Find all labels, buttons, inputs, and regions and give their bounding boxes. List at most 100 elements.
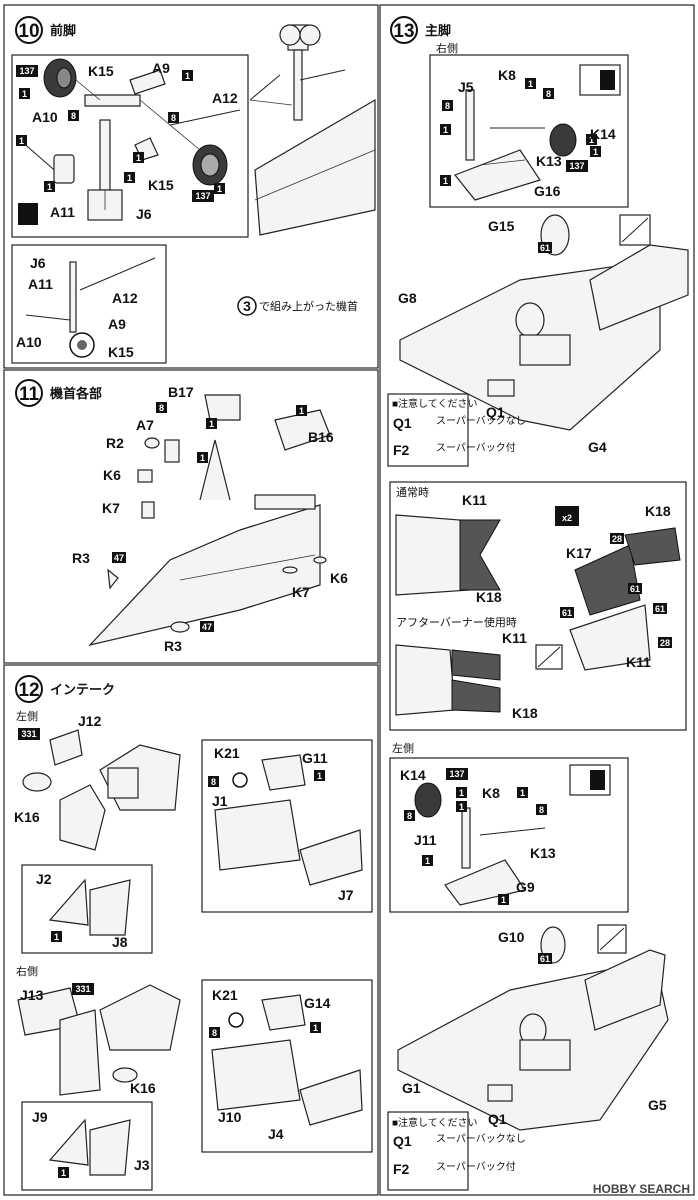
svg-text:J9: J9 — [32, 1109, 48, 1125]
svg-text:Q1: Q1 — [393, 415, 412, 431]
svg-text:J6: J6 — [30, 255, 46, 271]
nose-gear-detail-box — [11, 54, 249, 238]
svg-text:K8: K8 — [482, 785, 500, 801]
svg-text:K17: K17 — [566, 545, 592, 561]
intake-right-right-box — [201, 979, 373, 1153]
svg-text:F2: F2 — [393, 442, 410, 458]
section-10-heading: 10 前脚 — [15, 16, 76, 44]
svg-text:J13: J13 — [20, 987, 44, 1003]
exhaust-normal: 通常時 K11 K18 — [395, 486, 502, 605]
svg-text:B16: B16 — [308, 429, 334, 445]
svg-text:K16: K16 — [14, 809, 40, 825]
intake-left: 331 J12 K16 — [14, 713, 181, 851]
svg-text:G9: G9 — [516, 879, 535, 895]
svg-text:G16: G16 — [534, 183, 561, 199]
svg-text:G10: G10 — [498, 929, 525, 945]
svg-text:8: 8 — [211, 777, 216, 787]
exhaust-assembly: x2 28 61 61 61 28 K18 K17 K11 — [535, 503, 681, 671]
svg-text:G11: G11 — [302, 750, 328, 766]
intake-left-right: 8 1 K21 G11 J1 J7 — [208, 745, 363, 903]
svg-text:1: 1 — [209, 419, 214, 429]
svg-text:8: 8 — [71, 111, 76, 121]
svg-text:R2: R2 — [106, 435, 124, 451]
svg-text:F2: F2 — [393, 1161, 410, 1177]
section-12-frame — [3, 664, 379, 1196]
svg-text:1: 1 — [593, 147, 598, 157]
svg-text:8: 8 — [171, 113, 176, 123]
svg-text:13: 13 — [393, 21, 414, 42]
svg-text:K16: K16 — [130, 1080, 156, 1096]
svg-text:K18: K18 — [476, 589, 502, 605]
svg-text:28: 28 — [660, 638, 670, 648]
svg-text:G5: G5 — [648, 1097, 667, 1113]
svg-text:J8: J8 — [112, 934, 128, 950]
svg-text:インテーク: インテーク — [50, 683, 115, 698]
svg-text:A9: A9 — [108, 316, 126, 332]
nose-fuselage — [249, 24, 376, 236]
svg-text:K14: K14 — [590, 126, 616, 142]
svg-text:1: 1 — [22, 89, 27, 99]
note-right: ■注意してください Q1 スーパーバックなし F2 スーパーバック付 — [392, 397, 526, 458]
svg-text:K11: K11 — [462, 492, 487, 508]
svg-text:K13: K13 — [536, 153, 562, 169]
svg-text:■注意してください: ■注意してください — [392, 1116, 477, 1129]
svg-text:K7: K7 — [292, 584, 310, 600]
svg-text:47: 47 — [202, 622, 212, 632]
exhaust-box — [389, 481, 687, 731]
svg-text:1: 1 — [136, 153, 141, 163]
exhaust-afterburner: アフターバーナー使用時 K11 K18 — [395, 616, 538, 721]
svg-text:スーパーバック付: スーパーバック付 — [436, 441, 516, 454]
note-left: ■注意してください Q1 スーパーバックなし F2 スーパーバック付 — [392, 1116, 526, 1177]
svg-text:331: 331 — [21, 729, 36, 739]
section-11-tags: 8 1 1 1 47 47 — [112, 402, 307, 632]
section-13-frame — [379, 4, 695, 1196]
svg-text:137: 137 — [19, 66, 34, 76]
svg-text:331: 331 — [75, 984, 90, 994]
svg-text:K15: K15 — [148, 177, 174, 193]
svg-text:10: 10 — [18, 21, 39, 42]
svg-text:1: 1 — [528, 79, 533, 89]
intake-right-detail: 1 J9 J3 — [32, 1109, 150, 1178]
svg-text:137: 137 — [569, 161, 584, 171]
svg-text:J5: J5 — [458, 79, 474, 95]
left-side-caption-s12: 左側 — [16, 710, 38, 723]
svg-text:12: 12 — [18, 680, 39, 701]
svg-text:■注意してください: ■注意してください — [392, 397, 477, 410]
left-main-gear: 137 1 1 1 8 8 1 1 K14 K8 K13 J11 G9 — [400, 764, 611, 906]
section-11-heading: 11 機首各部 — [15, 379, 102, 407]
svg-text:R3: R3 — [164, 638, 182, 654]
svg-text:1: 1 — [47, 182, 52, 192]
svg-text:K7: K7 — [102, 500, 120, 516]
svg-text:1: 1 — [217, 184, 222, 194]
glue-icon — [18, 203, 38, 225]
svg-text:G8: G8 — [398, 290, 417, 306]
svg-text:A9: A9 — [152, 60, 170, 76]
svg-text:G4: G4 — [588, 439, 607, 455]
right-main-gear-box — [429, 54, 629, 208]
svg-text:A11: A11 — [28, 276, 53, 292]
svg-text:K15: K15 — [88, 63, 114, 79]
svg-text:1: 1 — [459, 788, 464, 798]
section-10-labels: K15 A9 A12 A10 K15 A11 J6 — [32, 60, 238, 222]
svg-text:主脚: 主脚 — [425, 23, 451, 39]
section-10-frame — [3, 4, 379, 369]
svg-text:スーパーバックなし: スーパーバックなし — [436, 415, 526, 427]
svg-text:G1: G1 — [402, 1080, 421, 1096]
nose-cone — [88, 394, 331, 647]
svg-text:1: 1 — [589, 135, 594, 145]
svg-text:K6: K6 — [103, 467, 121, 483]
svg-text:11: 11 — [19, 384, 40, 405]
svg-text:J11: J11 — [414, 832, 437, 848]
svg-text:A7: A7 — [136, 417, 154, 433]
right-main-gear: 8 1 1 8 1 1 137 1 J5 K8 K14 K13 G16 — [440, 64, 621, 201]
svg-text:1: 1 — [313, 1023, 318, 1033]
svg-text:Q1: Q1 — [486, 404, 505, 420]
svg-text:1: 1 — [459, 802, 464, 812]
svg-text:1: 1 — [443, 176, 448, 186]
svg-text:61: 61 — [630, 584, 640, 594]
svg-text:J4: J4 — [268, 1126, 284, 1142]
svg-text:1: 1 — [61, 1168, 66, 1178]
svg-text:A10: A10 — [32, 109, 58, 125]
svg-text:J1: J1 — [212, 793, 228, 809]
svg-text:K11: K11 — [502, 630, 527, 646]
